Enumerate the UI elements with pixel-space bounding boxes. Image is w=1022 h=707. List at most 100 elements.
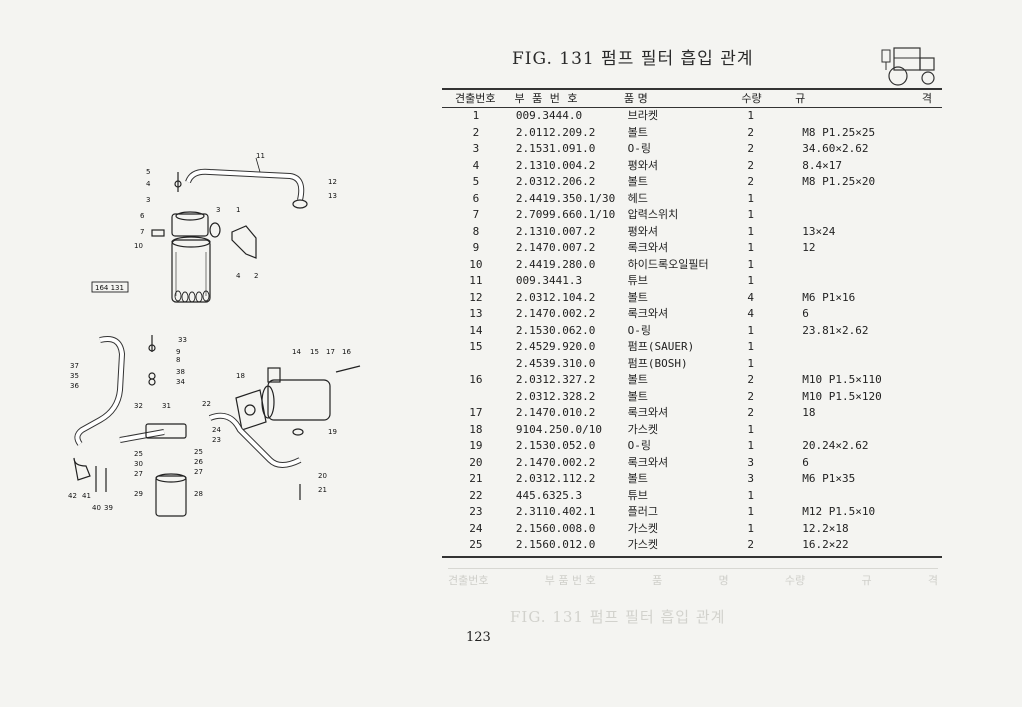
callout-24: 24 (212, 426, 221, 434)
row-index-no: 6 (472, 191, 480, 205)
row-part-name: 튜브 (627, 488, 648, 502)
callout-25b: 25 (194, 448, 203, 456)
row-spec: 6 (802, 455, 809, 469)
row-part-no: 2.0112.209.2 (515, 125, 596, 139)
row-spec: 12 (802, 241, 816, 254)
row-part-name: 플러그 (627, 505, 658, 518)
row-quantity: 1 (747, 208, 755, 221)
row-index-no (442, 356, 510, 373)
bleed-through-header-cell: 부 품 번 호 (544, 574, 596, 587)
callout-35: 35 (70, 372, 79, 380)
row-spec: 23.81×2.62 (802, 323, 869, 337)
callout-14: 14 (292, 348, 301, 356)
row-index-no: 21 (469, 472, 483, 485)
row-quantity: 4 (747, 307, 755, 320)
row-quantity: 2 (747, 142, 755, 155)
callout-25: 25 (134, 450, 143, 458)
row-part-no: 2.0312.104.2 (515, 290, 596, 304)
row-part-name: 볼트 (627, 125, 648, 139)
row-quantity: 1 (747, 340, 755, 353)
row-spec: 34.60×2.62 (802, 142, 869, 155)
row-part-no: 2.1310.004.2 (515, 158, 596, 172)
row-part-no: 2.3110.402.1 (515, 505, 596, 518)
row-quantity: 1 (747, 439, 755, 452)
row-part-name: 펌프(BOSH) (627, 356, 688, 370)
row-spec: M10 P1.5×120 (802, 389, 882, 403)
header-part-no: 부 품 번 호 (514, 92, 580, 105)
callout-18: 18 (236, 372, 245, 380)
row-quantity: 2 (747, 389, 755, 403)
row-part-no: 2.1560.012.0 (515, 538, 596, 551)
row-part-no: 2.1470.007.2 (515, 241, 596, 254)
row-spec (802, 488, 942, 505)
bottom-rule (442, 555, 942, 558)
callout-30: 30 (134, 460, 143, 468)
bleed-through-header-cell: 명 (718, 574, 729, 587)
row-index-no: 7 (472, 208, 480, 221)
row-part-no: 2.1530.052.0 (515, 439, 596, 452)
row-part-no: 2.4529.920.0 (515, 340, 596, 353)
row-quantity: 1 (747, 521, 755, 535)
row-index-no: 13 (469, 307, 483, 320)
row-part-name: 가스켓 (627, 538, 658, 551)
callout-27b: 27 (194, 468, 203, 476)
row-quantity: 2 (747, 175, 755, 188)
row-index-no: 16 (469, 373, 483, 386)
row-index-no: 9 (472, 241, 480, 254)
callout-9: 9 (176, 348, 180, 356)
row-part-no: 2.0312.327.2 (515, 373, 596, 386)
row-part-name: 헤드 (627, 191, 648, 205)
row-part-no: 009.3444.0 (515, 109, 583, 122)
row-index-no: 23 (469, 505, 483, 518)
row-spec: 13×24 (802, 224, 836, 238)
exploded-parts-diagram: 164 131 11 12 13 5 4 3 6 7 10 3 1 4 2 33… (68, 152, 361, 517)
bleed-through-header-cell: 수량 (784, 574, 806, 587)
callout-12: 12 (328, 178, 337, 186)
header-spec: 규 격 (795, 92, 942, 106)
figure-title: FIG. 131 펌프 필터 흡입 관계 (512, 49, 754, 69)
callout-38: 38 (176, 368, 185, 376)
callout-37: 37 (70, 362, 79, 370)
row-quantity: 1 (747, 224, 755, 238)
row-spec (802, 356, 942, 373)
row-part-name: 압력스위치 (627, 208, 679, 221)
row-quantity: 2 (747, 158, 755, 172)
row-spec (802, 339, 942, 356)
row-part-name: 볼트 (627, 373, 648, 386)
callout-20: 20 (318, 472, 327, 480)
row-quantity: 2 (747, 125, 755, 139)
row-spec: M12 P1.5×10 (802, 505, 876, 518)
row-part-no: 2.1530.062.0 (515, 323, 596, 337)
row-spec: 6 (802, 307, 809, 320)
callout-36: 36 (70, 382, 79, 390)
callout-27: 27 (134, 470, 143, 478)
row-quantity: 1 (747, 422, 755, 436)
header-rule (442, 88, 942, 90)
callout-7: 7 (140, 228, 144, 236)
callout-21: 21 (318, 486, 327, 494)
row-part-name: 볼트 (627, 290, 648, 304)
row-part-no: 2.1310.007.2 (515, 224, 596, 238)
row-quantity: 3 (747, 472, 755, 485)
row-spec (802, 207, 942, 224)
callout-42: 42 (68, 492, 77, 500)
row-index-no: 11 (469, 274, 483, 287)
callout-26: 26 (194, 458, 203, 466)
row-spec (802, 422, 942, 439)
row-part-no: 2.1470.010.2 (515, 406, 596, 419)
row-part-no: 2.0312.206.2 (515, 175, 596, 188)
